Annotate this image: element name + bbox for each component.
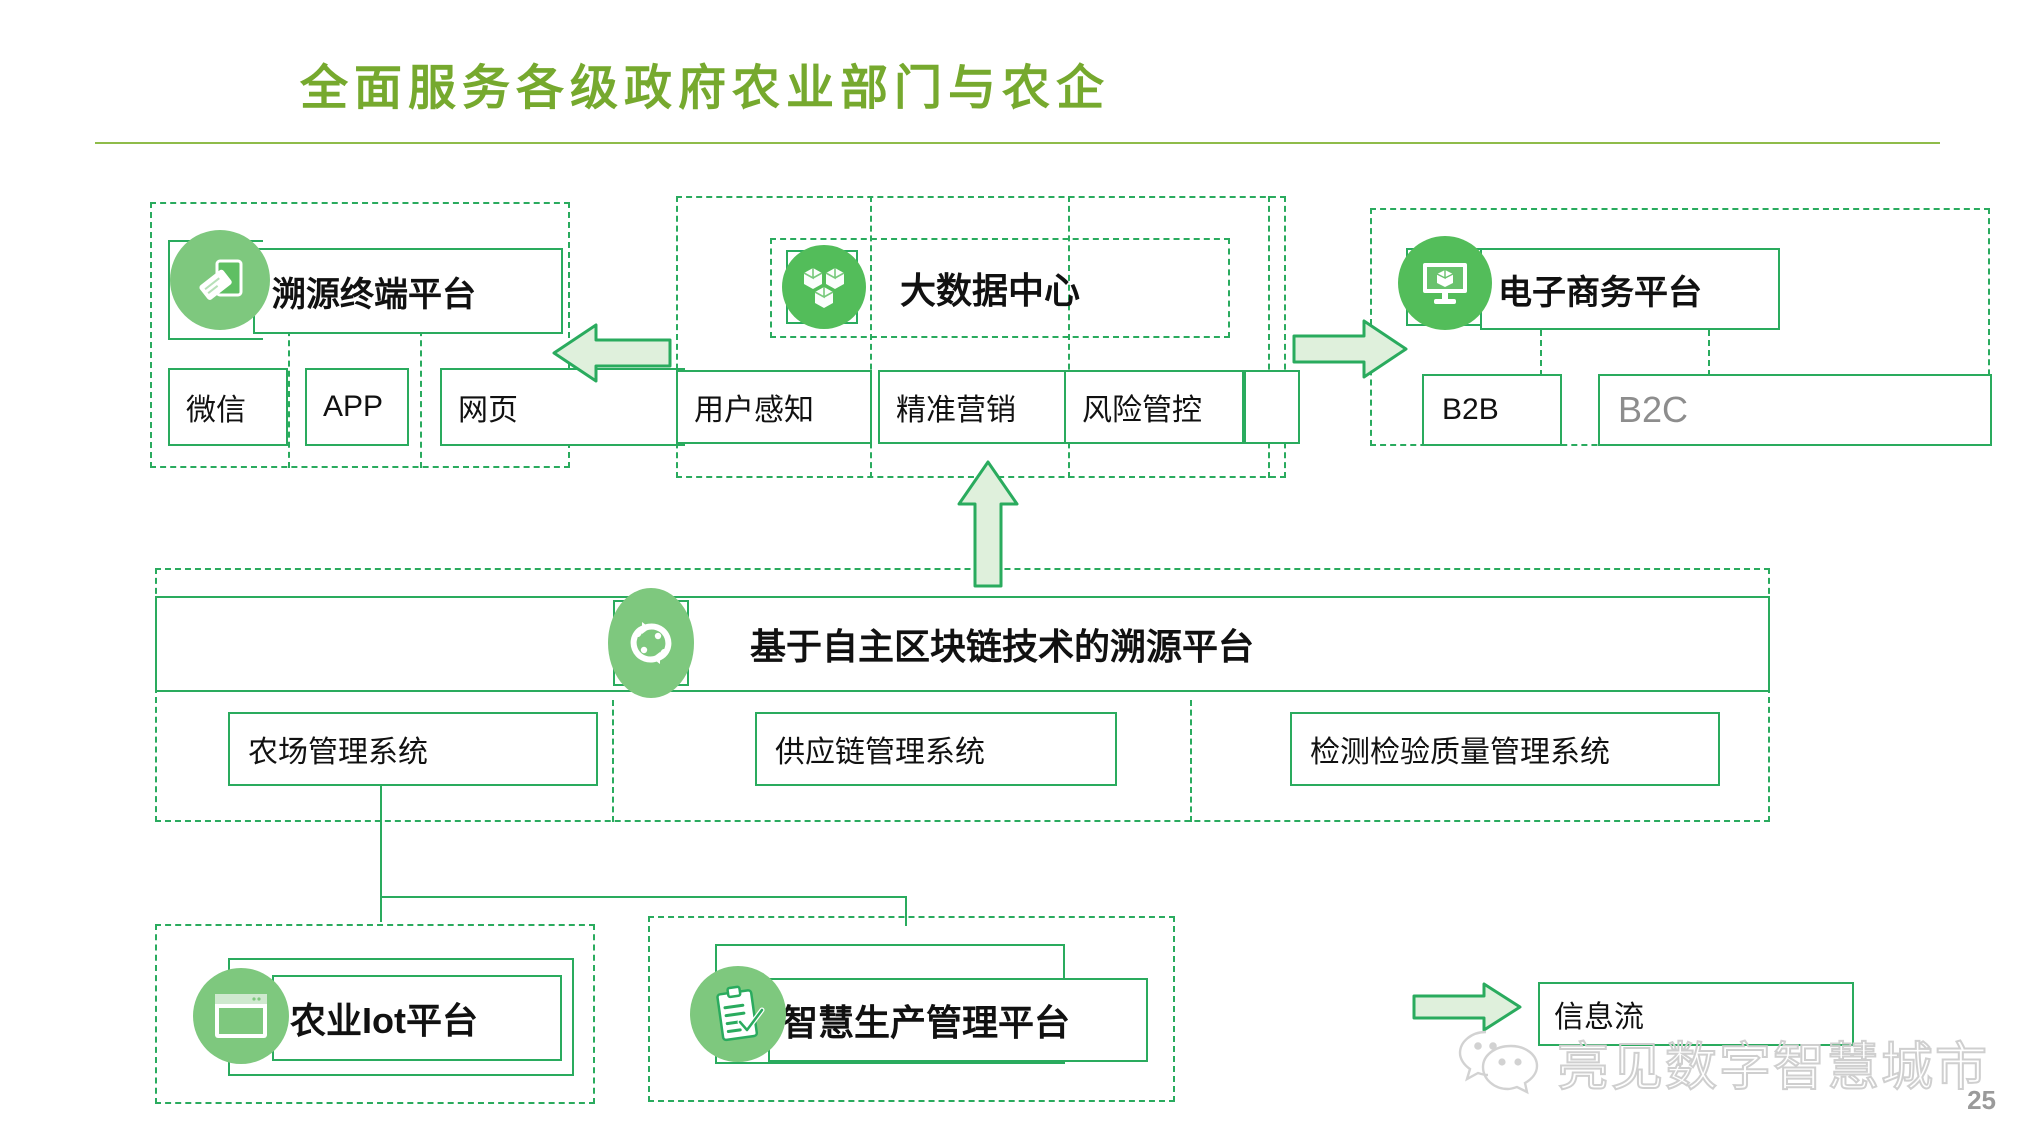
blockchain-item-0-label[interactable]: 农场管理系统 (248, 736, 428, 769)
connector-vertical-right (905, 896, 907, 926)
trace-terminal-item-1-box (305, 368, 409, 446)
legend-label: 信息流 (1554, 1001, 1644, 1034)
connector-horizontal (380, 896, 907, 898)
trace-terminal-item-2-box (440, 368, 685, 446)
ecommerce-item-1-box (1598, 374, 1992, 446)
blockchain-item-2-box (1290, 712, 1720, 786)
trace-terminal-header-box (253, 248, 563, 334)
blockchain-link-icon (608, 588, 694, 698)
big-data-header-box (770, 238, 1230, 338)
legend-arrow-icon (1412, 982, 1522, 1032)
bottom-platform-0-label: 农业Iot平台 (290, 1000, 478, 1041)
big-data-item-2-label[interactable]: 风险管控 (1082, 394, 1202, 427)
blockchain-item-2-label[interactable]: 检测检验质量管理系统 (1310, 736, 1610, 769)
big-data-header-label: 大数据中心 (900, 270, 1081, 311)
blockchain-item-0-box (228, 712, 598, 786)
big-data-item-1-box (878, 370, 1074, 444)
bottom-platform-0-container (155, 924, 595, 1104)
blockchain-header-box (155, 596, 1770, 692)
clipboard-check-icon (690, 966, 786, 1062)
mobile-tag-icon (170, 230, 270, 330)
big-data-item-1-label[interactable]: 精准营销 (896, 394, 1016, 427)
big-data-divider-3 (1268, 196, 1270, 478)
monitor-cube-icon (1398, 236, 1492, 330)
legend-box (1538, 982, 1854, 1046)
trace-terminal-container (150, 202, 570, 468)
trace-terminal-header-label: 溯源终端平台 (272, 275, 476, 314)
wechat-icon (1455, 1022, 1543, 1103)
big-data-item-overflow-box (1244, 370, 1300, 444)
blockchain-divider-2 (1190, 700, 1192, 822)
data-cube-icon (782, 245, 866, 329)
window-screen-icon (193, 968, 289, 1064)
right-arrow-icon (1292, 318, 1408, 380)
trace-terminal-divider-1 (288, 320, 290, 468)
title-divider (95, 142, 1940, 144)
trace-terminal-item-0-box (168, 368, 288, 446)
ecommerce-item-0-label[interactable]: B2B (1442, 393, 1499, 426)
page-number: 25 (1967, 1085, 1996, 1115)
trace-terminal-item-0-label[interactable]: 微信 (186, 394, 246, 427)
blockchain-header-label: 基于自主区块链技术的溯源平台 (750, 626, 1255, 667)
big-data-item-2-box (1064, 370, 1244, 444)
big-data-item-0-label[interactable]: 用户感知 (694, 394, 814, 427)
left-arrow-icon (552, 322, 672, 384)
blockchain-divider-1 (612, 700, 614, 822)
blockchain-item-1-label[interactable]: 供应链管理系统 (775, 736, 985, 769)
ecommerce-item-0-box (1422, 374, 1562, 446)
blockchain-container (155, 568, 1770, 822)
ecommerce-item-1-label[interactable]: B2C (1618, 389, 1689, 430)
blockchain-item-1-box (755, 712, 1117, 786)
ecommerce-header-box (1480, 248, 1780, 330)
bottom-platform-0-label-box (272, 975, 562, 1061)
connector-vertical-stem (380, 786, 382, 922)
bottom-platform-1-container (648, 916, 1175, 1102)
bottom-platform-1-label: 智慧生产管理平台 (782, 1002, 1071, 1043)
page-title: 全面服务各级政府农业部门与农企 (300, 62, 1111, 115)
big-data-item-0-box (676, 370, 872, 444)
up-arrow-icon (955, 460, 1021, 588)
trace-terminal-divider-2 (420, 320, 422, 468)
trace-terminal-item-2-label[interactable]: 网页 (458, 394, 518, 427)
ecommerce-header-label: 电子商务平台 (1498, 273, 1702, 312)
trace-terminal-item-1-label[interactable]: APP (323, 390, 384, 423)
